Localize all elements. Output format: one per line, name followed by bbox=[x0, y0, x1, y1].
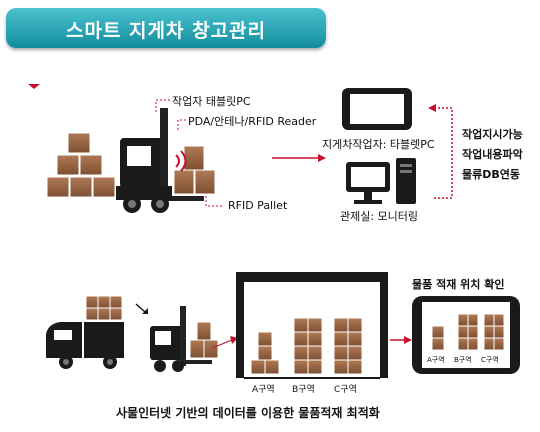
forklift-icon bbox=[116, 108, 216, 213]
warehouse-icon bbox=[236, 272, 388, 379]
page-title: 스마트 지게차 창고관리 bbox=[65, 20, 267, 42]
tablet-zone-a: A구역 bbox=[427, 356, 445, 364]
box-pile-icon bbox=[46, 132, 116, 198]
label-pda-reader: PDA/안테나/RFID Reader bbox=[188, 115, 317, 128]
tablet-zone-b: B구역 bbox=[454, 356, 472, 364]
label-tablet-pc: 작업자 태블릿PC bbox=[172, 95, 251, 108]
confirm-tablet-icon bbox=[412, 296, 520, 374]
function-item: 작업지시가능 bbox=[462, 128, 523, 141]
label-operator-tablet: 지게차작업자: 타블렛PC bbox=[322, 138, 435, 151]
function-item: 작업내용파악 bbox=[462, 148, 523, 161]
label-rfid-pallet: RFID Pallet bbox=[228, 199, 288, 212]
zone-label-c: C구역 bbox=[334, 385, 357, 395]
desktop-computer-icon bbox=[346, 158, 416, 204]
title-banner: 스마트 지게차 창고관리 bbox=[6, 8, 326, 48]
zone-label-a: A구역 bbox=[252, 385, 275, 395]
forklift-bottom-icon bbox=[150, 306, 219, 372]
truck-icon bbox=[46, 295, 124, 369]
red-marker-icon bbox=[28, 84, 40, 89]
bottom-caption: 사물인터넷 기반의 데이터를 이용한 물품적재 최적화 bbox=[116, 406, 380, 420]
confirm-title: 물품 적재 위치 확인 bbox=[412, 278, 505, 291]
tablet-zone-c: C구역 bbox=[481, 356, 499, 364]
zone-label-b: B구역 bbox=[292, 385, 315, 395]
label-control-room: 관제실: 모니터링 bbox=[340, 210, 419, 223]
function-item: 물류DB연동 bbox=[462, 168, 520, 181]
tablet-icon bbox=[342, 88, 412, 130]
